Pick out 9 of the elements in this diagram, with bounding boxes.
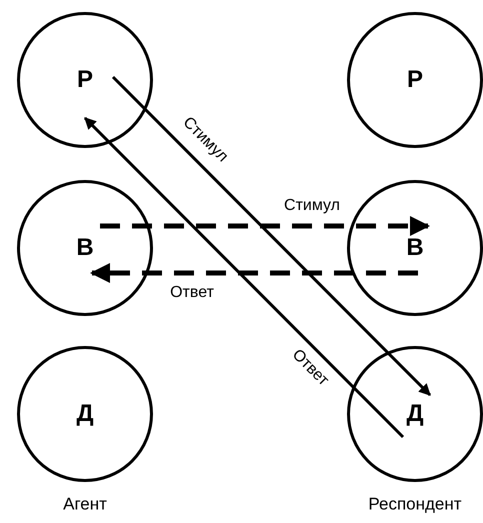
arrow [100, 216, 430, 236]
column-caption: Агент [63, 496, 107, 512]
edge-label: Стимул [282, 198, 342, 214]
ego-state-letter: Д [75, 402, 95, 426]
ego-state-letter: Д [405, 402, 425, 426]
column-caption: Респондент [368, 496, 462, 512]
arrow [112, 76, 432, 396]
arrow [84, 116, 404, 438]
arrow [90, 263, 418, 283]
